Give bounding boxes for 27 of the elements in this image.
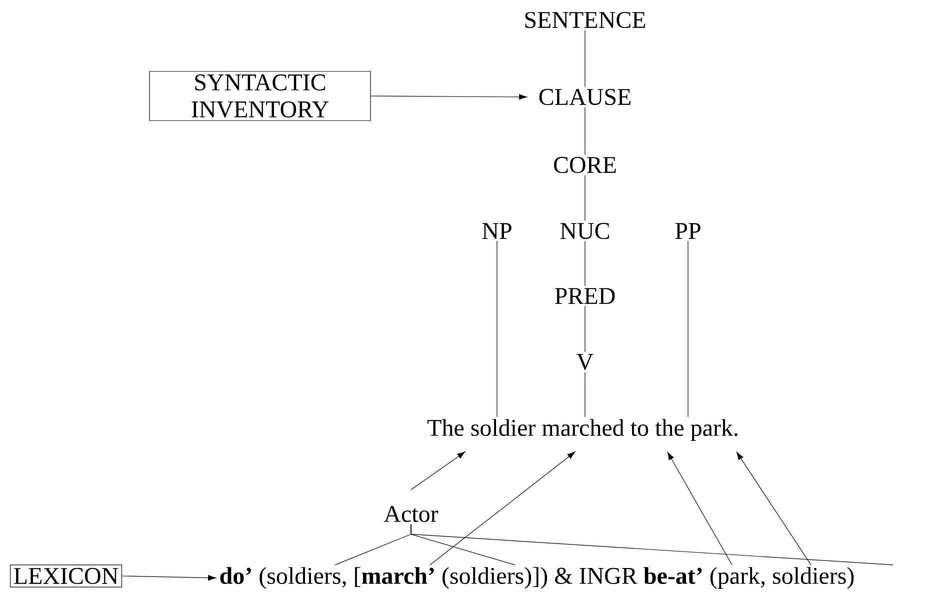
- tree-label: V: [576, 354, 594, 370]
- tree-label: SENTENCE: [525, 12, 646, 28]
- tree-label: PRED: [555, 288, 615, 304]
- connector-line: [584, 306, 586, 352]
- connector-line: [410, 524, 894, 566]
- tree-label: The soldier marched to the park.: [428, 419, 738, 441]
- connector-line: [584, 372, 586, 418]
- arrow: [370, 94, 528, 100]
- arrow: [430, 452, 576, 566]
- arrow: [736, 452, 812, 566]
- connector-line: [496, 240, 498, 418]
- tree-label: NP: [482, 223, 512, 239]
- tree-label: NUC: [560, 222, 609, 240]
- arrow: [667, 452, 732, 566]
- tree-label: CORE: [554, 156, 616, 174]
- connector-line: [584, 240, 586, 286]
- connector-line: [584, 106, 586, 156]
- tree-label: CLAUSE: [539, 88, 630, 106]
- label-box: LEXICON: [10, 564, 122, 588]
- tree-label: do’ (soldiers, [march’ (soldiers)]) & INGR be-at’ (park, soldiers): [220, 567, 854, 589]
- connector-line: [584, 174, 586, 222]
- tree-label: PP: [675, 223, 700, 239]
- tree-label: Actor: [384, 506, 438, 522]
- connector-line: [584, 30, 586, 88]
- label-box: SYNTACTIC INVENTORY: [149, 71, 371, 121]
- arrow: [122, 575, 216, 581]
- arrow: [410, 452, 466, 490]
